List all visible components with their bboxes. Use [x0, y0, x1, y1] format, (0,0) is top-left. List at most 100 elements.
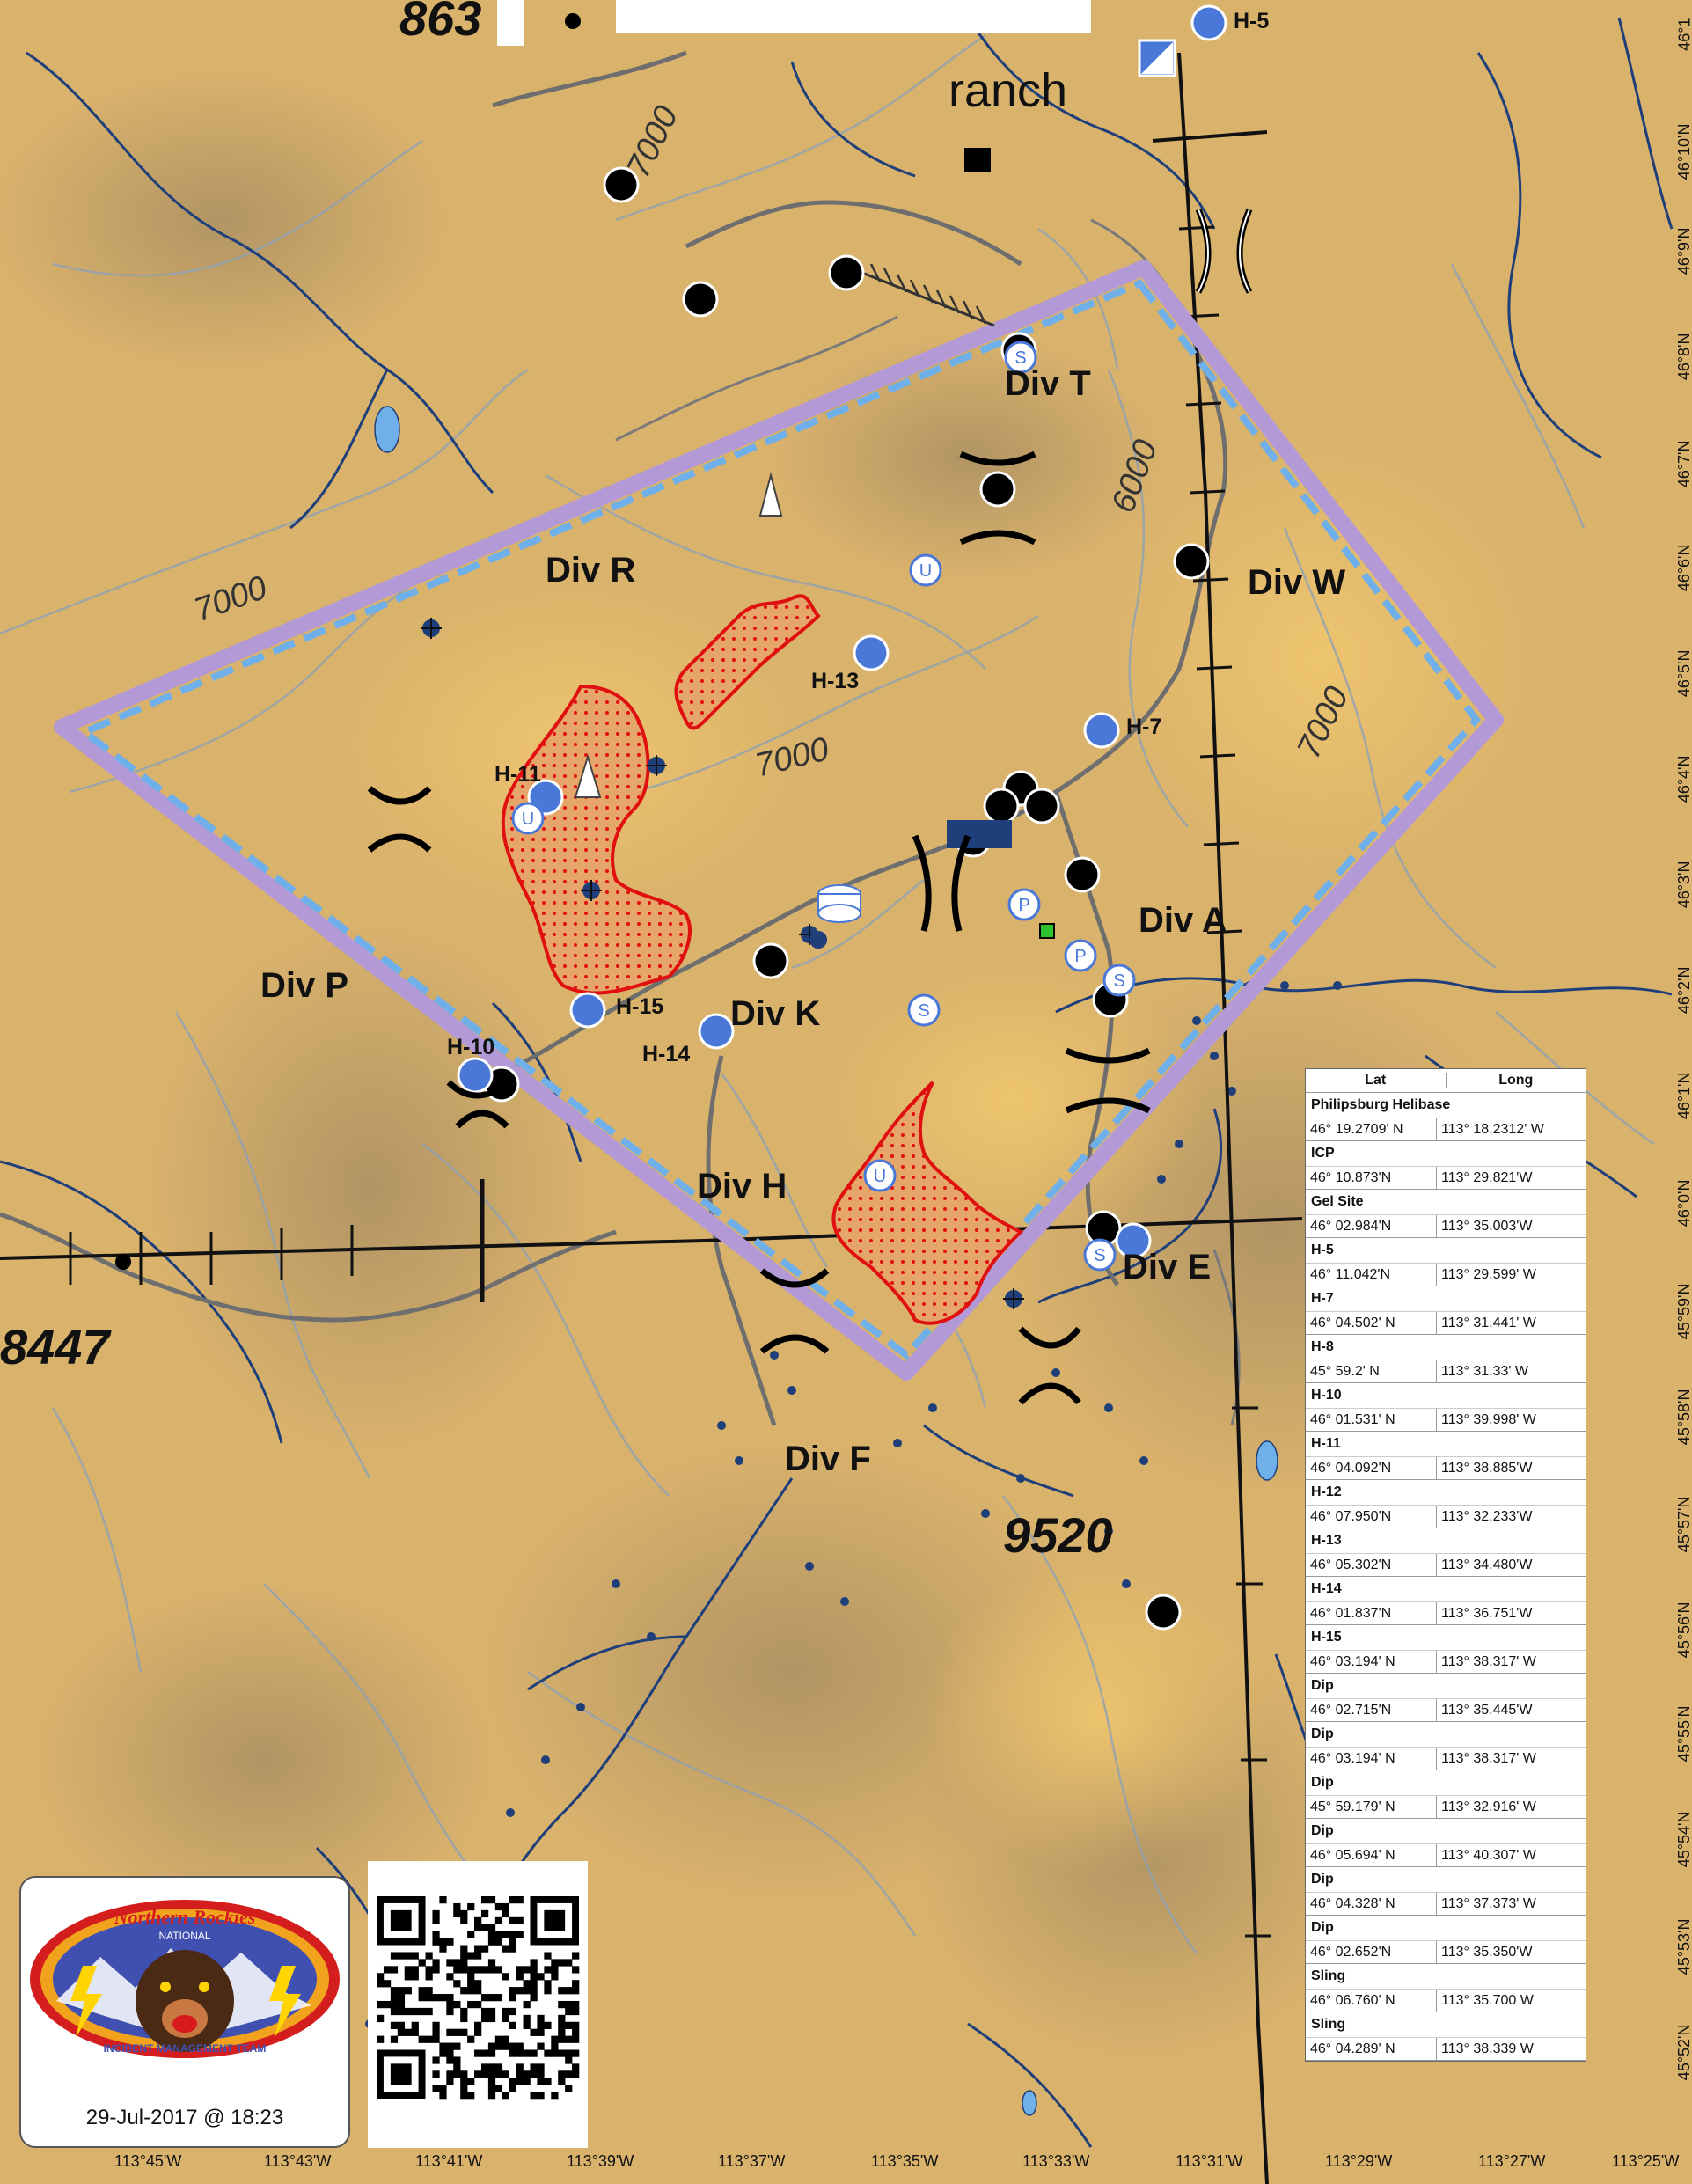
coordinates-long: 113° 32.916' W: [1441, 1799, 1536, 1814]
coordinates-lat: 46° 01.531' N: [1306, 1409, 1437, 1431]
coordinates-lat: 46° 11.042'N: [1306, 1264, 1437, 1286]
coordinates-long: 113° 31.33' W: [1441, 1364, 1528, 1379]
coordinates-long: 113° 35.003'W: [1441, 1219, 1533, 1234]
lat-tick: 46°2'N: [1675, 966, 1692, 1015]
camp-icon: [947, 820, 1012, 848]
helispot-h7: [1083, 712, 1120, 749]
svg-text:S: S: [1113, 971, 1124, 991]
header-lat: Lat: [1306, 1073, 1447, 1088]
coordinates-group-name: H-7: [1306, 1286, 1586, 1312]
control-line: [77, 279, 1482, 1360]
svg-text:U: U: [522, 810, 534, 829]
division-label-k: Div K: [730, 994, 821, 1033]
roadblock-symbols-white: [1198, 209, 1250, 293]
lat-tick: 45°53'N: [1675, 1918, 1692, 1975]
division-label-a: Div A: [1139, 901, 1227, 940]
lat-tick: 46°1'N: [1675, 1072, 1692, 1120]
dip-sites: [421, 618, 1024, 1309]
facility-symbols: U U U S S S S P P: [511, 341, 1136, 1272]
coordinates-group-name: H-15: [1306, 1625, 1586, 1651]
coordinates-group-name: Sling: [1306, 2012, 1586, 2038]
helispot-label-h15: H-15: [616, 994, 664, 1019]
coordinates-long: 113° 32.233'W: [1441, 1509, 1533, 1524]
division-label-f: Div F: [785, 1440, 871, 1478]
lat-tick: 45°55'N: [1675, 1705, 1692, 1763]
qr-code-image[interactable]: [368, 1861, 588, 2148]
lon-tick: 113°45'W: [114, 2152, 182, 2170]
fire-perimeter-north: [501, 594, 821, 995]
lat-tick: 46°1: [1675, 18, 1692, 51]
coordinates-group-name: Sling: [1306, 1964, 1586, 1990]
lat-tick: 45°58'N: [1675, 1389, 1692, 1446]
coordinates-row: 46° 11.042'N 113° 29.599' W: [1306, 1264, 1586, 1286]
place-label-ranch: ranch: [949, 64, 1068, 117]
helispot-h14: [698, 1013, 735, 1050]
coordinates-lat: 46° 10.873'N: [1306, 1167, 1437, 1189]
coordinates-long: 113° 35.350'W: [1441, 1945, 1533, 1960]
coordinates-group-name: Dip: [1306, 1867, 1586, 1893]
helispot-label-h14: H-14: [642, 1042, 691, 1066]
coordinates-lat: 46° 05.694' N: [1306, 1844, 1437, 1866]
lon-tick: 113°39'W: [567, 2152, 634, 2170]
helispot-h5: [1190, 4, 1227, 41]
helispot-label-h7: H-7: [1126, 715, 1162, 739]
helispot-label-h5: H-5: [1234, 9, 1270, 33]
drop-point-small: [565, 13, 581, 29]
drop-point-small: [115, 1254, 131, 1270]
lon-tick: 113°31'W: [1176, 2152, 1243, 2170]
division-label-e: Div E: [1123, 1248, 1212, 1286]
division-label-t: Div T: [1005, 364, 1091, 403]
dozer-line: [861, 263, 995, 327]
coordinates-long: 113° 38.339 W: [1441, 2041, 1534, 2056]
logo-top-text: Northern Rockies: [114, 1906, 256, 1928]
lat-tick: 46°0'N: [1675, 1179, 1692, 1228]
coordinates-lat: 46° 06.760' N: [1306, 1990, 1437, 2012]
team-logo-box: Northern Rockies NATIONAL INCIDENT MANAG…: [19, 1876, 350, 2148]
coordinates-long: 113° 37.373' W: [1441, 1896, 1536, 1911]
coordinates-lat: 46° 05.302'N: [1306, 1554, 1437, 1576]
coordinates-long: 113° 29.821'W: [1441, 1170, 1533, 1185]
coordinates-group-name: Dip: [1306, 1722, 1586, 1748]
lakes: [374, 406, 1278, 2116]
svg-text:P: P: [1018, 896, 1029, 915]
coordinates-lat: 46° 04.328' N: [1306, 1893, 1437, 1915]
lat-tick: 46°10'N: [1675, 123, 1692, 180]
lat-tick: 46°8'N: [1675, 333, 1692, 381]
gel-site-icon: [817, 884, 861, 923]
division-boundary: [54, 260, 1504, 1381]
coordinates-group-name: Dip: [1306, 1916, 1586, 1941]
helispots: [457, 4, 1227, 1259]
coordinates-long: 113° 38.885'W: [1441, 1461, 1533, 1476]
elevation-label-863: 863: [399, 0, 482, 46]
logo-bottom-text: INCIDENT MANAGEMENT TEAM: [104, 2042, 267, 2055]
lat-tick: 46°7'N: [1675, 440, 1692, 488]
logo-sub-text: NATIONAL: [158, 1930, 210, 1942]
icp-icon-half: [1141, 42, 1173, 74]
division-label-r: Div R: [546, 551, 636, 590]
lon-tick: 113°33'W: [1022, 2152, 1090, 2170]
qr-code[interactable]: [368, 1861, 588, 2148]
map-date: 29-Jul-2017 @ 18:23: [85, 2106, 284, 2129]
lat-tick: 46°9'N: [1675, 227, 1692, 275]
svg-text:U: U: [874, 1167, 886, 1186]
helispot-h10: [457, 1057, 494, 1094]
lat-tick: 46°6'N: [1675, 544, 1692, 592]
coordinates-lat: 46° 01.837'N: [1306, 1602, 1437, 1624]
coordinates-lat: 46° 04.092'N: [1306, 1457, 1437, 1479]
coordinates-lat: 46° 04.289' N: [1306, 2038, 1437, 2060]
coordinates-long: 113° 29.599' W: [1441, 1267, 1536, 1282]
coordinates-group-name: H-12: [1306, 1480, 1586, 1506]
coordinates-long: 113° 38.317' W: [1441, 1751, 1536, 1766]
